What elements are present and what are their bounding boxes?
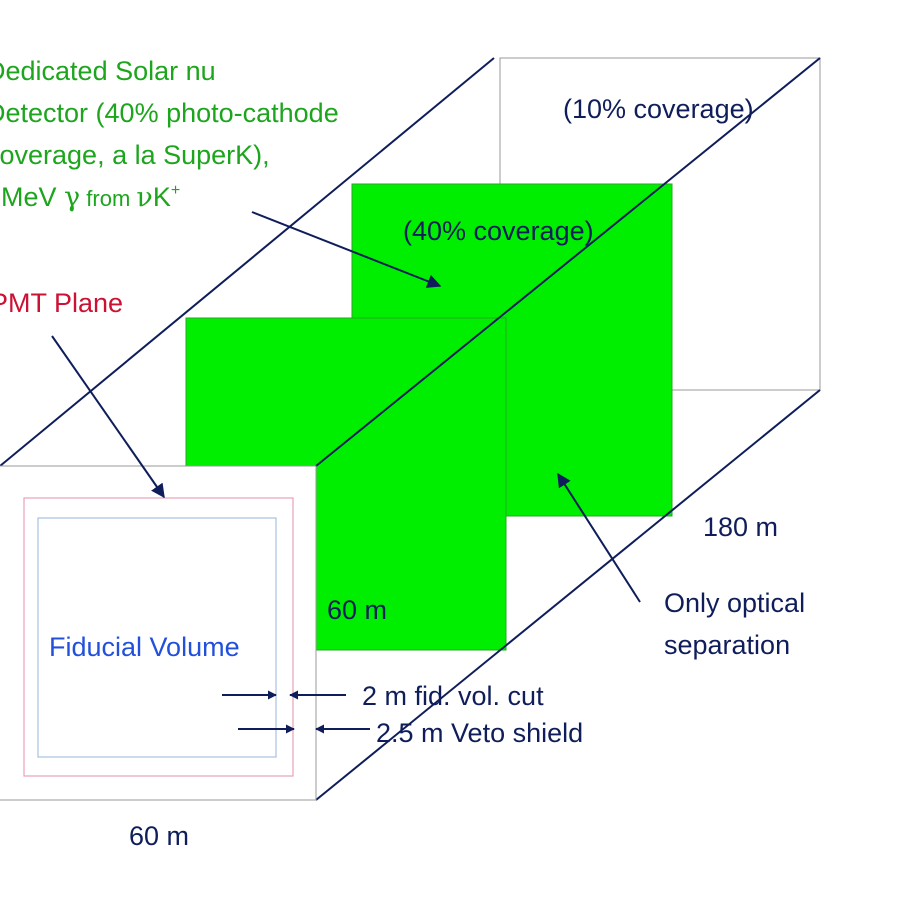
- pmt-plane-label: PMT Plane: [0, 288, 123, 318]
- dedicated-label-line-1: Dedicated Solar nu: [0, 56, 216, 86]
- optical-separation-line-2: separation: [664, 630, 790, 660]
- optical-separation-pointer-arrow: [557, 472, 641, 603]
- top-right-depth-edge: [315, 57, 821, 467]
- length-180m-label: 180 m: [703, 512, 778, 542]
- dedicated-pointer-arrow: [251, 211, 442, 288]
- top-left-depth-edge: [0, 57, 495, 467]
- dedicated-label-line-3: coverage, a la SuperK),: [0, 140, 270, 170]
- fiducial-boundary: [37, 517, 277, 758]
- dedicated-label-line-4: 6MeV γ from νK+: [0, 182, 180, 213]
- front-face-frame: [0, 465, 317, 801]
- nu-symbol: ν: [136, 182, 152, 213]
- coverage-40-label: (40% coverage): [403, 216, 594, 246]
- fid-cut-label: 2 m fid. vol. cut: [362, 681, 544, 711]
- bottom-right-depth-edge: [315, 389, 821, 801]
- pmt-plane-pointer-arrow: [51, 335, 165, 499]
- coverage-10-label: (10% coverage): [563, 94, 754, 124]
- dedicated-label-line-2: Detector (40% photo-cathode: [0, 98, 339, 128]
- height-60m-label: 60 m: [327, 595, 387, 625]
- veto-shield-label: 2.5 m Veto shield: [376, 718, 583, 748]
- width-60m-label: 60 m: [129, 821, 189, 851]
- fiducial-volume-label: Fiducial Volume: [49, 632, 240, 662]
- optical-separation-line-1: Only optical: [664, 588, 805, 618]
- gamma-symbol: γ: [64, 182, 80, 213]
